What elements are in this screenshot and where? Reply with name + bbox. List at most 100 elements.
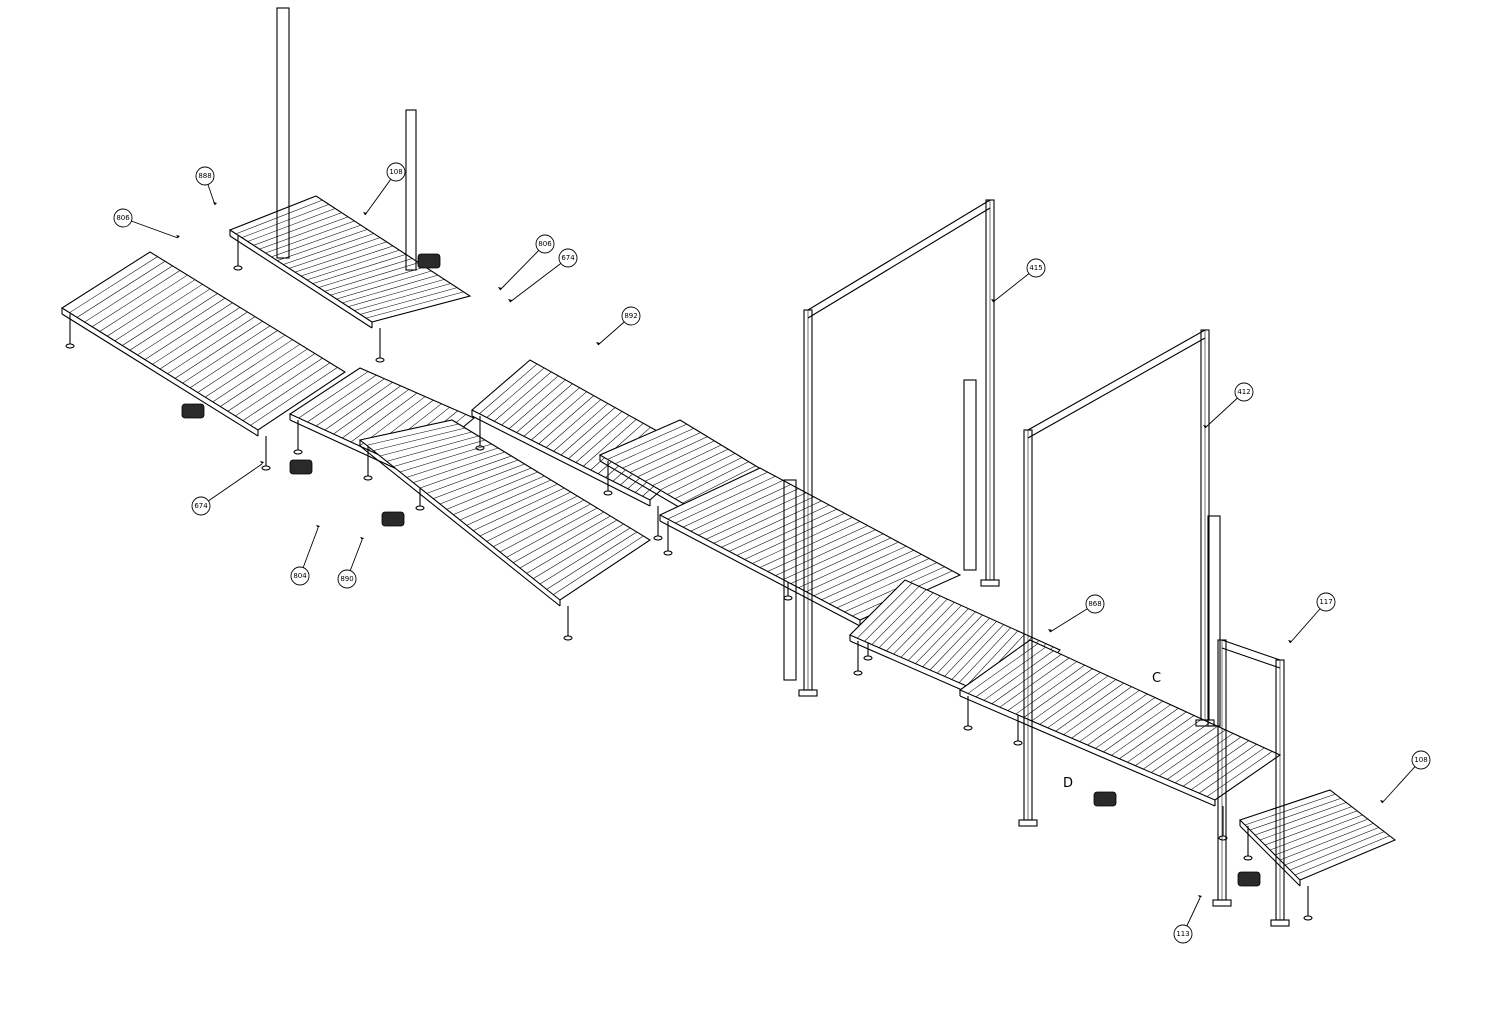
roller [900,602,955,658]
roller [721,500,822,548]
roller [300,245,394,277]
leg-foot [783,595,793,601]
roller [871,589,927,645]
leg-foot [603,490,613,496]
roller [205,339,293,398]
roller [494,371,552,422]
leg-foot [375,357,385,363]
deck-right-a-bed [958,639,1282,801]
roller [775,529,876,576]
callout-circle [290,566,310,586]
roller [373,427,466,451]
roller [516,383,573,433]
roller [560,407,616,456]
roller [553,403,609,452]
roller [1284,827,1379,866]
roller [386,435,479,462]
roller [1039,675,1109,725]
roller [821,554,922,601]
roller [1015,664,1085,715]
roller [844,566,945,613]
roller [637,440,715,478]
roller [107,279,196,337]
leg-foot [475,445,485,451]
roller [379,431,472,457]
roller [629,436,708,473]
roller [967,643,1038,694]
callout-label: 113 [1176,930,1189,938]
leg-foot [863,655,873,661]
roller [350,392,418,443]
leader-arrow [596,342,600,345]
callout-label: 674 [194,502,208,510]
roller [466,483,558,526]
callout-c804: 804 [290,525,320,586]
leg-foot [963,725,973,731]
roller [568,411,623,459]
leader-arrow [260,461,264,464]
roller [1274,818,1369,856]
roller [857,582,913,639]
roller [439,467,532,505]
callout-c868: 868 [1048,594,1105,633]
roller [944,621,997,677]
leg-foot [261,465,271,471]
callout-circle [191,496,211,516]
roller [951,624,1004,680]
roller [622,432,701,469]
deck-left-a [60,251,347,471]
deck-left-a-bed [60,251,347,431]
roller [583,419,637,467]
roller [983,650,1054,701]
callout-label: 412 [1237,388,1250,396]
roller [1127,715,1195,763]
roller [782,533,884,580]
deck-center-b-rail [359,445,561,607]
callout-c412: 412 [1203,382,1254,429]
roller [426,459,519,494]
post-base [980,579,1000,587]
roller [159,311,248,370]
roller [84,265,173,323]
callout-c415: 415 [991,258,1046,303]
deck-right-a [958,639,1282,841]
roller [486,367,545,418]
leg-foot [363,475,373,481]
roller [652,448,729,486]
leader-line [509,257,569,303]
leg-foot [65,343,75,349]
roller [393,439,486,467]
roller [958,627,1011,683]
roller [473,487,565,531]
roller [220,348,308,407]
post-base [1018,819,1038,827]
top-beam [807,199,991,311]
roller [324,262,419,292]
roller [682,480,784,528]
roller [235,357,323,417]
leader-arrow [1380,800,1384,803]
roller [1174,736,1242,784]
roller [1198,747,1265,794]
callout-label: 674 [561,254,575,262]
roller [298,371,369,419]
leg-foot [853,670,863,676]
roller [736,508,838,556]
roller [1151,726,1218,773]
roller [526,519,618,574]
leader-arrow [508,299,512,302]
roller [190,330,278,388]
callout-circle [1173,924,1193,944]
roller [546,531,637,590]
roller [1244,793,1336,826]
roller [152,307,241,365]
roller [265,220,355,254]
roller [182,325,271,384]
callout-c892: 892 [596,306,641,346]
view-letters: CD [1063,671,1161,791]
roller [259,216,349,250]
leg-foot [1243,855,1253,861]
roller [798,541,899,588]
leg-foot [1303,915,1313,921]
callout-label: 108 [1414,756,1427,764]
